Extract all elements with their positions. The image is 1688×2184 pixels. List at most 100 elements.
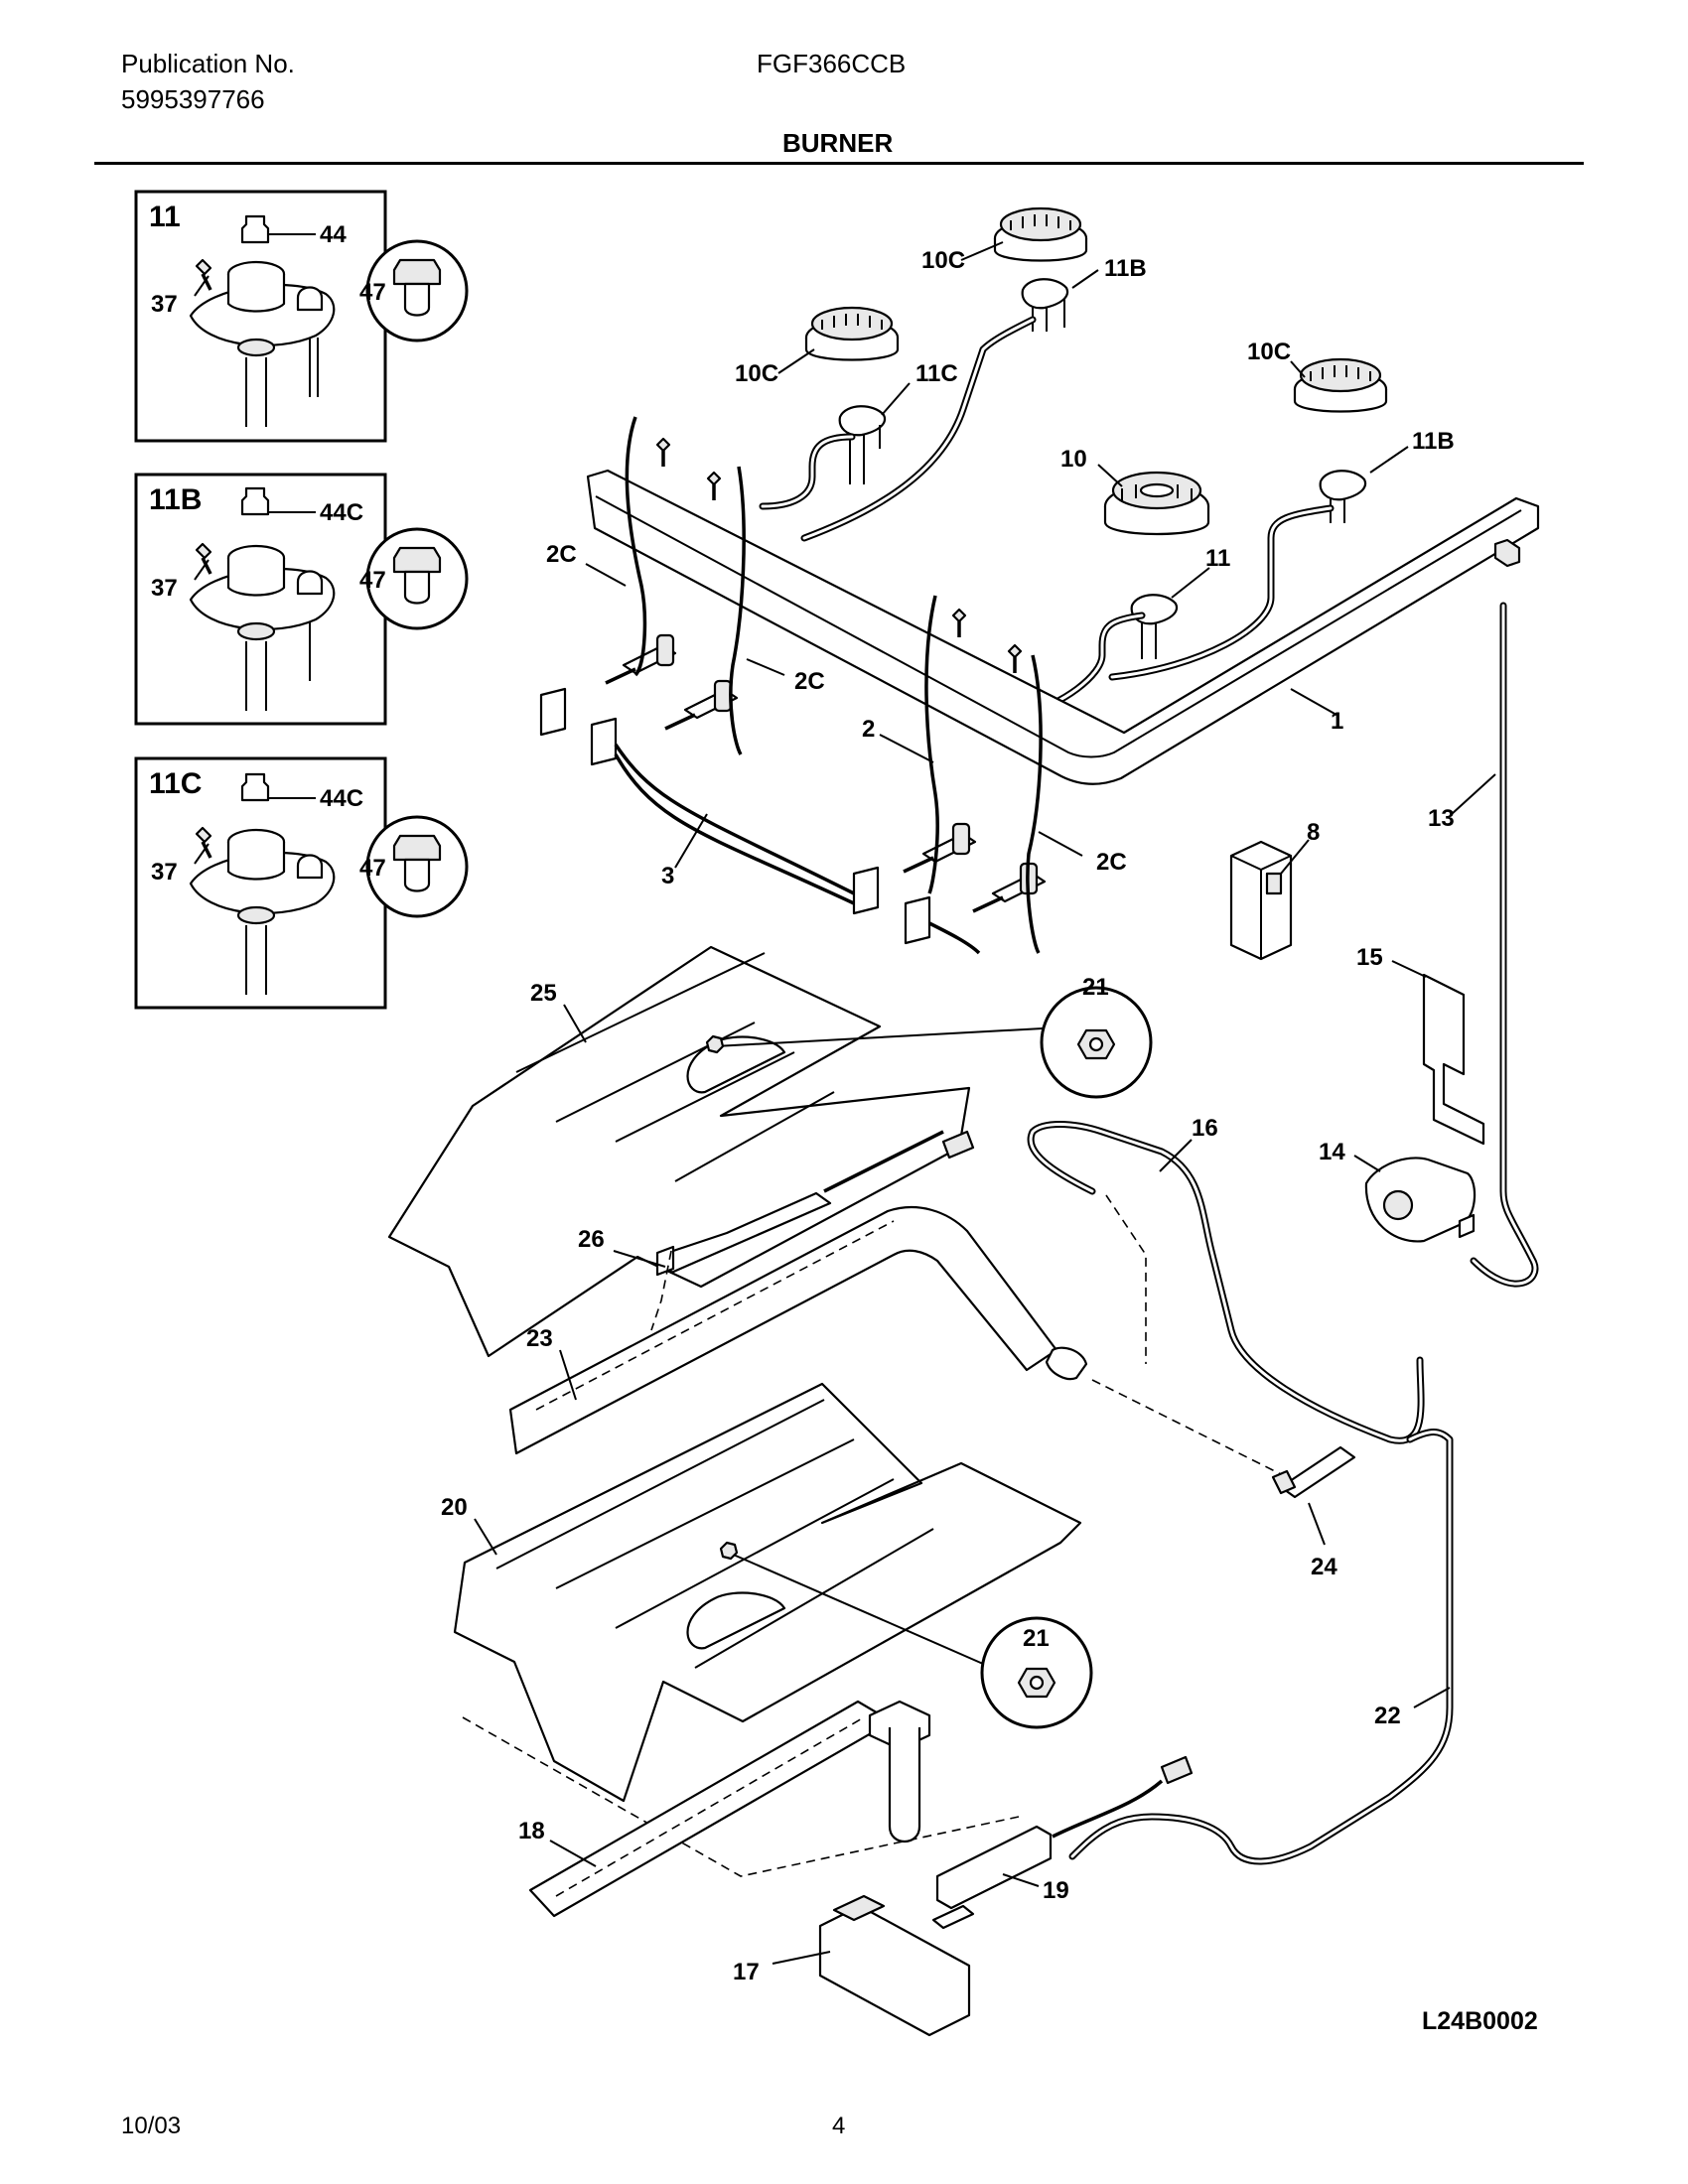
oven-igniter-upper — [655, 1130, 975, 1277]
burner-base-11-center — [1130, 594, 1179, 659]
oven-safety-valve — [818, 1894, 975, 2037]
callout-label: 26 — [578, 1226, 605, 1253]
section-title: BURNER — [782, 128, 894, 158]
screw-icon — [951, 608, 967, 637]
callout-label: 14 — [1319, 1139, 1345, 1165]
oven-igniter-lower — [935, 1755, 1194, 1910]
gas-manifold — [586, 469, 1540, 785]
burner-base-11b-right — [1319, 470, 1367, 523]
orifice-fitting — [1271, 1445, 1356, 1499]
callout-leaders — [474, 241, 1496, 1965]
callout-label: 19 — [1043, 1877, 1069, 1904]
orifice-icon — [240, 772, 270, 802]
callout-label: 37 — [151, 575, 178, 602]
connection-path — [1105, 1194, 1147, 1364]
ignitor-wire — [924, 595, 939, 894]
callout-label: 11C — [915, 360, 958, 387]
model-number: FGF366CCB — [757, 49, 907, 78]
publication-label: Publication No. — [121, 49, 295, 78]
connection-path — [462, 1716, 1020, 1877]
callout-label: 24 — [1311, 1554, 1337, 1580]
orifice-icon — [240, 486, 270, 516]
inset-burner-11c: 11C 44C 37 47 — [134, 756, 469, 1010]
screw-icon — [195, 258, 212, 276]
valve-left-front — [605, 633, 677, 685]
valve-right-rear — [972, 862, 1047, 913]
ignitor-wire — [625, 416, 647, 677]
drawing-code: L24B0002 — [1422, 2007, 1538, 2035]
connection-path — [650, 1250, 672, 1331]
callout-label: 44 — [320, 221, 347, 248]
burner-base-11b-top — [1021, 278, 1069, 332]
spark-module — [1229, 840, 1293, 961]
callout-label: 47 — [359, 855, 386, 882]
screw-icon — [1007, 643, 1023, 673]
inset-title: 11C — [149, 767, 202, 800]
connection-path — [1091, 1379, 1292, 1480]
callout-label: 11B — [1104, 255, 1147, 282]
callout-label: 21 — [1023, 1625, 1050, 1652]
burner-head-10c-right — [1293, 357, 1388, 413]
callout-label: 44C — [320, 785, 363, 812]
bracket — [1422, 973, 1485, 1146]
screw-icon — [195, 826, 212, 844]
callout-label: 3 — [661, 863, 674, 889]
burner-head-10c-top — [993, 206, 1088, 262]
callout-label: 47 — [359, 279, 386, 306]
callout-label: 17 — [733, 1959, 760, 1985]
gas-tube-22 — [1068, 1429, 1454, 1865]
hex-nut-detail-upper — [705, 986, 1153, 1099]
callout-label: 22 — [1374, 1703, 1401, 1729]
footer-date: 10/03 — [121, 2113, 182, 2139]
inset-burner-11b: 11B 44C 37 47 — [134, 473, 469, 726]
screw-icon — [706, 471, 722, 500]
callout-label: 2 — [862, 716, 875, 743]
callout-label: 10 — [1060, 446, 1087, 473]
screw-icon — [655, 437, 671, 467]
valve-left-rear — [664, 679, 739, 731]
burner-head-10c-left — [804, 306, 900, 361]
screw-icon — [195, 542, 212, 560]
callout-label: 15 — [1356, 944, 1383, 971]
ignitor-wire — [729, 466, 746, 755]
burner-deflector-upper — [387, 945, 971, 1358]
callout-label: 2C — [794, 668, 825, 695]
inset-title: 11B — [149, 483, 202, 516]
inset-burner-11: 11 44 37 47 — [134, 190, 469, 443]
burner-head-10-center — [1103, 471, 1210, 536]
callout-label: 10C — [735, 360, 778, 387]
callout-label: 16 — [1192, 1115, 1218, 1142]
callout-label: 20 — [441, 1494, 468, 1521]
pressure-regulator — [1364, 1157, 1477, 1243]
callout-labels: 10C 11B 10C 11C 10C 11B 10 11 2C 2C 2 2C… — [441, 247, 1455, 1985]
publication-number: 5995397766 — [121, 84, 265, 114]
inset-frame — [134, 473, 387, 726]
callout-label: 1 — [1331, 708, 1343, 735]
callout-label: 44C — [320, 499, 363, 526]
hex-nut-detail-lower — [719, 1541, 1093, 1729]
callout-label: 23 — [526, 1325, 553, 1352]
ignitor-wire — [1026, 654, 1043, 954]
callout-label: 11 — [1205, 545, 1230, 572]
callout-label: 10C — [1247, 339, 1291, 365]
valve-right-front — [903, 822, 977, 874]
callout-label: 13 — [1428, 805, 1455, 832]
bake-burner — [528, 1700, 931, 1918]
burner-deflector-lower — [453, 1382, 1082, 1803]
burner-base-11c-left — [838, 405, 887, 484]
callout-label: 47 — [359, 567, 386, 594]
callout-label: 2C — [1096, 849, 1127, 876]
inset-title: 11 — [149, 201, 181, 233]
callout-label: 18 — [518, 1818, 545, 1844]
header-rule — [94, 162, 1584, 165]
broil-burner-tube — [508, 1206, 1088, 1455]
callout-label: 11B — [1412, 428, 1455, 455]
callout-label: 25 — [530, 980, 557, 1007]
callout-label: 2C — [546, 541, 577, 568]
gas-tube — [759, 433, 856, 510]
orifice-icon — [240, 214, 270, 244]
callout-label: 37 — [151, 859, 178, 886]
callout-label: 21 — [1082, 974, 1109, 1001]
wire-harness — [539, 687, 981, 955]
